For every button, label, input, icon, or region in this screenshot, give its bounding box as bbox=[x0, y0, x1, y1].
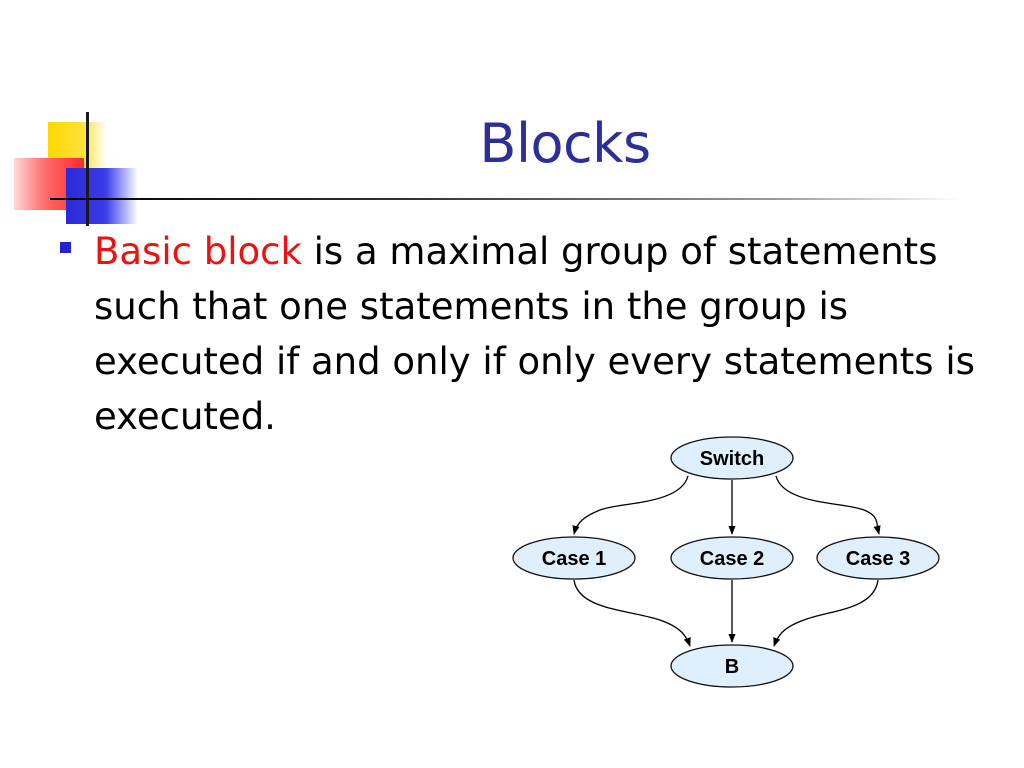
node-case1: Case 1 bbox=[512, 536, 636, 580]
edge-case1-b bbox=[573, 579, 691, 647]
node-case1-label: Case 1 bbox=[542, 548, 607, 570]
bullet-square-icon bbox=[60, 242, 71, 253]
bullet-text: Basic block is a maximal group of statem… bbox=[94, 224, 994, 444]
node-case2-label: Case 2 bbox=[700, 548, 765, 570]
node-switch-label: Switch bbox=[700, 448, 764, 470]
bullet-definition: is a maximal group of statements such th… bbox=[94, 230, 975, 438]
vertical-rule-decoration bbox=[86, 112, 89, 226]
term-basic-block: Basic block bbox=[94, 230, 302, 273]
edge-switch-case1 bbox=[572, 475, 689, 535]
title-underline bbox=[50, 198, 960, 200]
control-flow-diagram: Switch Case 1 Case 2 Case 3 B bbox=[512, 436, 940, 688]
blue-square-decoration bbox=[66, 168, 138, 224]
edge-switch-case3 bbox=[775, 475, 881, 535]
edge-case3-b bbox=[773, 579, 879, 647]
node-case2: Case 2 bbox=[670, 536, 794, 580]
node-b: B bbox=[670, 644, 794, 688]
node-case3-label: Case 3 bbox=[846, 548, 911, 570]
node-switch: Switch bbox=[670, 436, 794, 480]
node-case3: Case 3 bbox=[816, 536, 940, 580]
slide-title: Blocks bbox=[479, 112, 651, 175]
node-b-label: B bbox=[725, 656, 739, 678]
